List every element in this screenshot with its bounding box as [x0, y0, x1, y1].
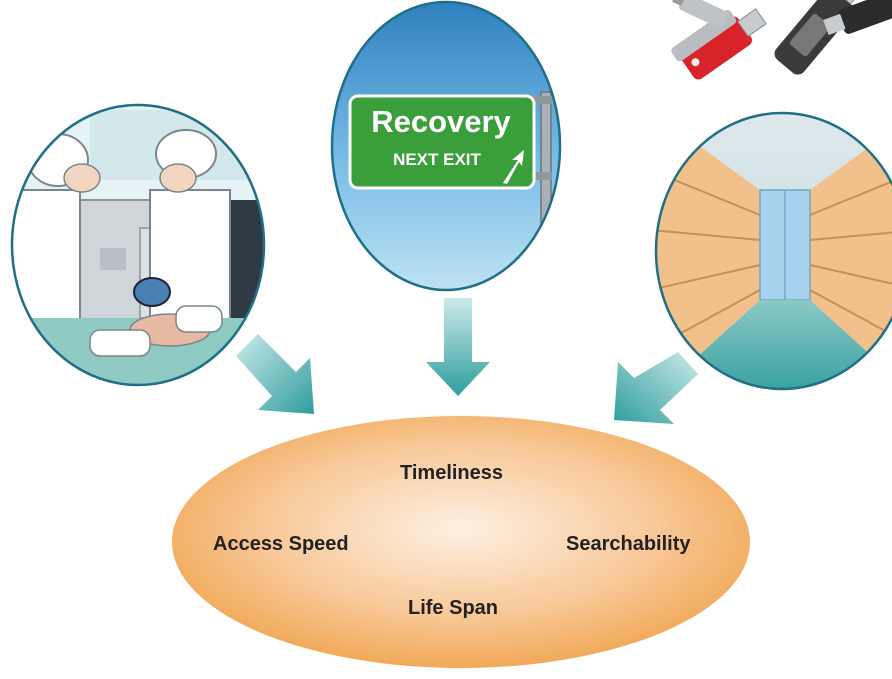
- label-timeliness: Timeliness: [400, 462, 504, 484]
- label-access-speed: Access Speed: [213, 533, 349, 555]
- sign-subtitle: NEXT EXIT: [393, 150, 481, 169]
- arrow-down-right-icon: [236, 334, 314, 414]
- sign-title: Recovery: [371, 104, 511, 139]
- highway-sign-illustration: [330, 0, 562, 292]
- arrow-down-icon: [426, 298, 490, 396]
- label-searchability: Searchability: [566, 533, 691, 555]
- usb-drives-illustration: [654, 0, 892, 92]
- label-life-span: Life Span: [408, 597, 499, 619]
- arrow-down-left-icon: [614, 352, 698, 424]
- surgery-illustration: [10, 103, 266, 387]
- attributes-ellipse: [172, 416, 750, 668]
- archive-shelves-illustration: [654, 111, 892, 391]
